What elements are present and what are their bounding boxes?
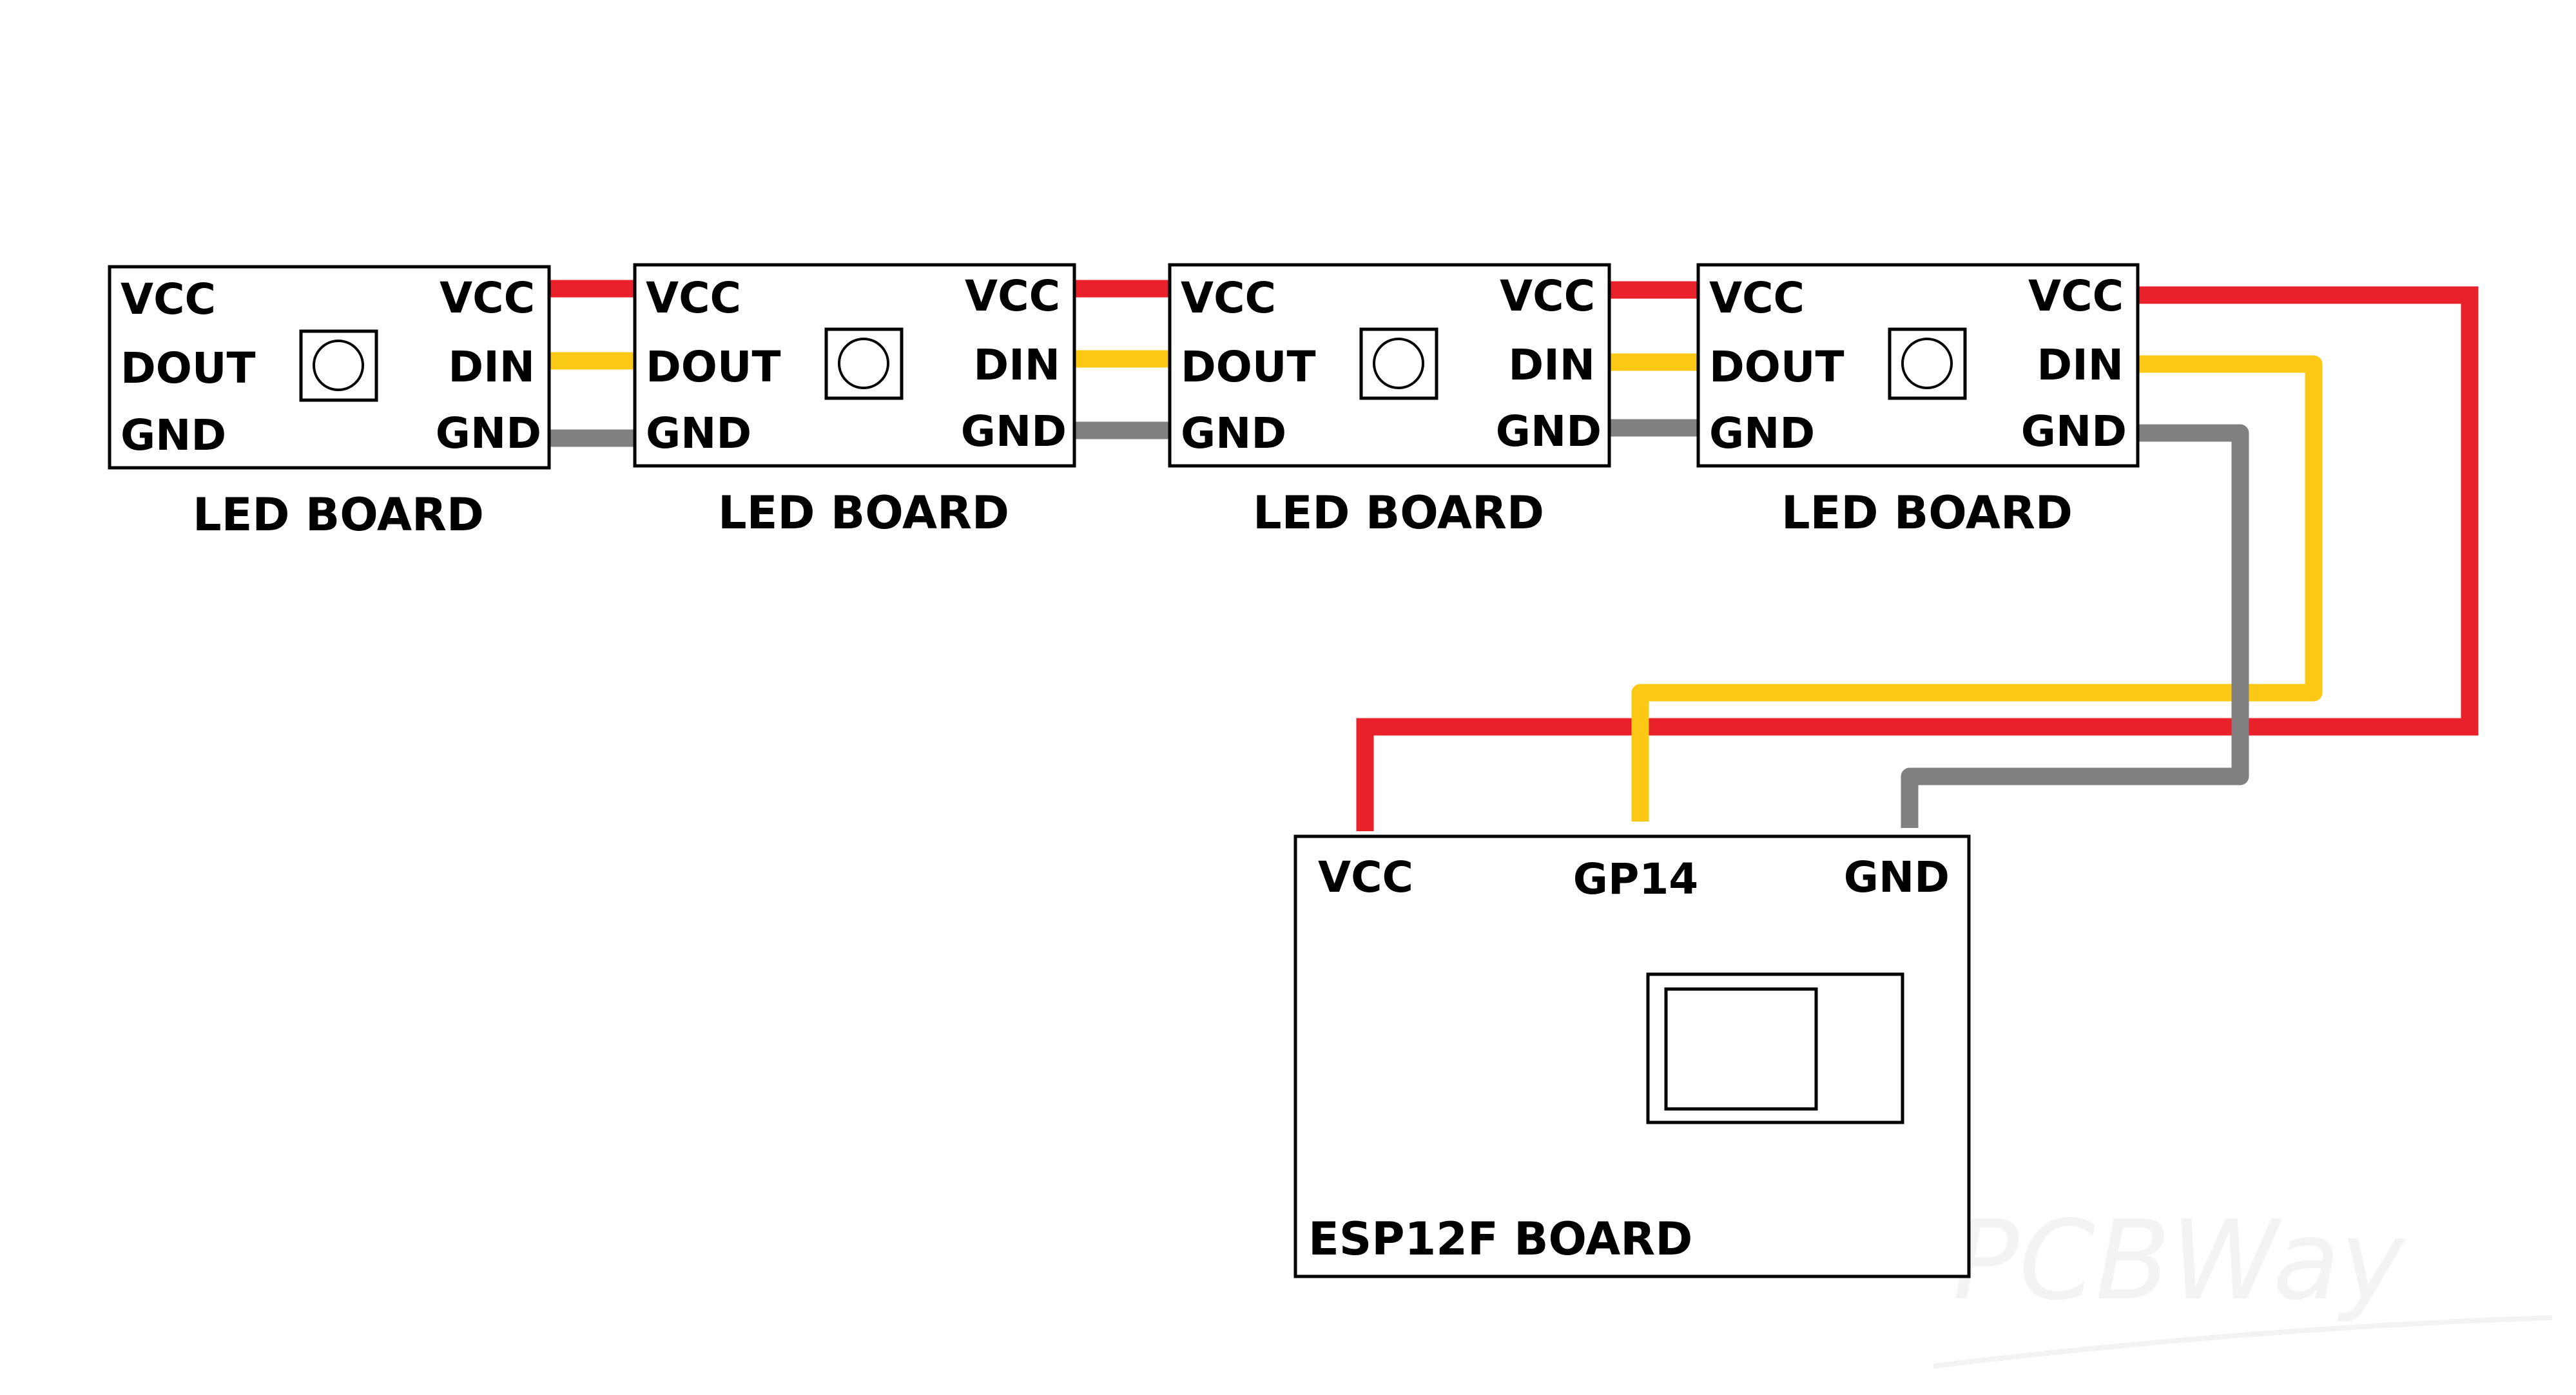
led-board-title: LED BOARD — [1781, 486, 2073, 539]
esp-chip — [1664, 987, 1818, 1111]
pin-label-dout: DOUT — [1181, 342, 1316, 392]
pin-label-gnd-out: GND — [961, 407, 1067, 456]
watermark-swoosh — [1933, 1315, 2553, 1369]
pin-label-din: DIN — [973, 340, 1060, 390]
pin-label-vcc-in: VCC — [646, 273, 741, 323]
pin-label-vcc-out: VCC — [2028, 271, 2124, 321]
led-board-outline — [108, 265, 551, 470]
led-package — [299, 329, 378, 402]
led-board-outline — [1168, 263, 1611, 468]
pin-label-vcc-out: VCC — [965, 271, 1060, 321]
esp-pin-label-gnd: GND — [1844, 852, 1950, 902]
led-board-3: VCC DOUT GND VCC DIN GND LED BOARD — [1168, 263, 1611, 539]
led-lens — [1901, 338, 1953, 389]
led-board-1: VCC DOUT GND VCC DIN GND LED BOARD — [108, 265, 551, 541]
gnd-wire-to-esp — [1901, 424, 2249, 828]
pin-label-vcc-out: VCC — [1500, 271, 1595, 321]
pin-label-vcc-in: VCC — [1181, 273, 1276, 323]
pin-label-vcc-in: VCC — [121, 274, 216, 324]
led-lens — [1373, 338, 1424, 389]
led-board-title: LED BOARD — [1253, 486, 1544, 539]
led-board-outline — [633, 263, 1076, 468]
pin-label-dout: DOUT — [1709, 342, 1845, 392]
pin-label-gnd-out: GND — [1496, 407, 1602, 456]
pin-label-gnd-in: GND — [1709, 409, 1815, 458]
esp-board-title: ESP12F BOARD — [1308, 1213, 1692, 1265]
pin-label-vcc-in: VCC — [1709, 273, 1805, 323]
esp-board-outline — [1293, 834, 1971, 1278]
led-board-4: VCC DOUT GND VCC DIN GND LED BOARD — [1696, 263, 2140, 539]
esp-module-outline — [1646, 972, 1904, 1124]
led-lens — [838, 338, 889, 389]
led-package — [824, 327, 904, 400]
pin-label-dout: DOUT — [646, 342, 781, 392]
led-board-title: LED BOARD — [718, 486, 1009, 539]
led-board-outline — [1696, 263, 2140, 468]
pin-label-din: DIN — [1508, 340, 1595, 390]
pin-label-gnd-in: GND — [646, 409, 751, 458]
pin-label-din: DIN — [2037, 340, 2124, 390]
led-board-2: VCC DOUT GND VCC DIN GND LED BOARD — [633, 263, 1076, 539]
pin-label-vcc-out: VCC — [440, 273, 535, 323]
pin-label-gnd-out: GND — [2021, 407, 2127, 456]
watermark-text: PCBWay — [1953, 1197, 2407, 1325]
led-package — [1888, 327, 1967, 400]
pin-label-din: DIN — [448, 342, 535, 392]
esp-pin-label-gp14: GP14 — [1573, 854, 1698, 904]
vcc-wire-to-esp — [1356, 286, 2479, 831]
led-package — [1359, 327, 1438, 400]
pin-label-gnd-in: GND — [1181, 409, 1286, 458]
pin-label-gnd-out: GND — [436, 409, 541, 458]
esp12f-board: VCC GP14 GND ESP12F BOARD — [1293, 834, 1971, 1278]
pin-label-gnd-in: GND — [121, 410, 226, 460]
inter-board-wires — [539, 280, 1707, 447]
esp-pin-label-vcc: VCC — [1318, 852, 1413, 902]
esp-wires — [1356, 286, 2479, 831]
pin-label-dout: DOUT — [121, 343, 256, 393]
din-wire-to-esp — [1631, 355, 2323, 822]
led-board-title: LED BOARD — [193, 488, 484, 541]
pcbway-watermark: PCBWay — [1933, 1197, 2553, 1369]
led-lens — [313, 340, 364, 391]
